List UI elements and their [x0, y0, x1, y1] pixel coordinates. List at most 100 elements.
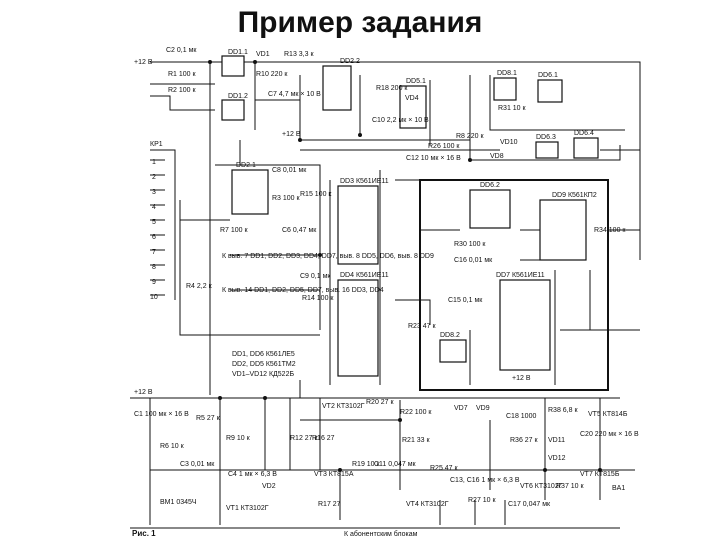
svg-text:VD1–VD12 КД522Б: VD1–VD12 КД522Б: [232, 371, 294, 378]
svg-text:R36 27 к: R36 27 к: [510, 437, 539, 444]
svg-text:R22 100 к: R22 100 к: [400, 409, 432, 416]
svg-text:R7 100 к: R7 100 к: [220, 227, 249, 234]
svg-text:R18 200 к: R18 200 к: [376, 85, 408, 92]
svg-text:4: 4: [152, 204, 156, 211]
svg-text:К выв. 14 DD1, DD2, DD5, DD7,: К выв. 14 DD1, DD2, DD5, DD7, выв. 16 DD…: [222, 287, 384, 294]
chip-dd2-1: DD2.1: [231, 162, 269, 215]
svg-text:VD7: VD7: [454, 405, 468, 412]
svg-text:+12 В: +12 В: [282, 131, 301, 138]
svg-text:R15 100 к: R15 100 к: [300, 191, 332, 198]
svg-text:+12 В: +12 В: [512, 375, 531, 382]
svg-text:VT1 КТ3102Г: VT1 КТ3102Г: [226, 505, 269, 512]
svg-text:VD12: VD12: [548, 455, 566, 462]
svg-text:7: 7: [152, 249, 156, 256]
svg-text:VT3 КТ815А: VT3 КТ815А: [314, 471, 354, 478]
svg-text:BA1: BA1: [612, 485, 625, 492]
svg-text:VT2 КТ3102Г: VT2 КТ3102Г: [322, 403, 365, 410]
svg-text:BM1 0345Ч: BM1 0345Ч: [160, 499, 197, 506]
svg-text:3: 3: [152, 189, 156, 196]
svg-text:+12 В: +12 В: [134, 389, 153, 396]
svg-text:C20 220 мк × 16 В: C20 220 мк × 16 В: [580, 431, 639, 438]
svg-text:DD2.1: DD2.1: [236, 162, 256, 169]
svg-text:R8 220 к: R8 220 к: [456, 133, 485, 140]
svg-text:+12 В: +12 В: [134, 59, 153, 66]
svg-text:C1 100 мк × 16 В: C1 100 мк × 16 В: [134, 411, 189, 418]
svg-text:DD1.2: DD1.2: [228, 93, 248, 100]
svg-text:DD2.2: DD2.2: [340, 58, 360, 65]
svg-text:R4 2,2 к: R4 2,2 к: [186, 283, 213, 290]
svg-text:C2 0,1 мк: C2 0,1 мк: [166, 47, 197, 54]
svg-text:C10 2,2 мк × 10 В: C10 2,2 мк × 10 В: [372, 117, 429, 124]
svg-text:DD1.1: DD1.1: [228, 49, 248, 56]
chip-dd6-3: DD6.3: [535, 134, 559, 159]
svg-text:К абонентским блокам: К абонентским блокам: [344, 530, 418, 538]
wiring: [130, 61, 641, 529]
svg-text:5: 5: [152, 219, 156, 226]
svg-text:VD1: VD1: [256, 51, 270, 58]
svg-text:C7 4,7 мк × 10 В: C7 4,7 мк × 10 В: [268, 91, 321, 98]
svg-text:C12 10 мк × 16 В: C12 10 мк × 16 В: [406, 155, 461, 162]
svg-text:8: 8: [152, 264, 156, 271]
svg-text:DD6.3: DD6.3: [536, 134, 556, 141]
chip-dd4: DD4 К561ИЕ11: [337, 272, 389, 377]
svg-text:VD2: VD2: [262, 483, 276, 490]
svg-text:R38 6,8 к: R38 6,8 к: [548, 407, 578, 414]
svg-text:C17 0,047 мк: C17 0,047 мк: [508, 501, 551, 508]
svg-text:C6 0,47 мк: C6 0,47 мк: [282, 227, 317, 234]
chip-dd5-1: DD5.1: [399, 78, 427, 129]
svg-text:VT6 КТ3102Г: VT6 КТ3102Г: [520, 483, 563, 490]
chip-dd9: DD9 К561КП2: [539, 192, 597, 261]
svg-text:R21 33 к: R21 33 к: [402, 437, 431, 444]
svg-text:R27 10 к: R27 10 к: [468, 497, 497, 504]
svg-text:R13 3,3 к: R13 3,3 к: [284, 51, 314, 58]
svg-text:VD9: VD9: [476, 405, 490, 412]
svg-text:VT7 КТ815Б: VT7 КТ815Б: [580, 471, 620, 478]
chip-dd8-2: DD8.2: [439, 332, 467, 363]
svg-text:1: 1: [152, 159, 156, 166]
chip-dd1-2: DD1.2: [221, 93, 248, 121]
svg-text:DD8.1: DD8.1: [497, 70, 517, 77]
svg-text:VD8: VD8: [490, 153, 504, 160]
svg-text:R1 100 к: R1 100 к: [168, 71, 197, 78]
svg-text:VD10: VD10: [500, 139, 518, 146]
svg-text:DD2, DD5 К561ТМ2: DD2, DD5 К561ТМ2: [232, 361, 296, 368]
chip-dd2-2: DD2.2: [322, 58, 360, 111]
svg-text:6: 6: [152, 234, 156, 241]
supply-labels: +12 В +12 В +12 В +12 В: [134, 59, 531, 396]
svg-text:DD6.2: DD6.2: [480, 182, 500, 189]
svg-text:C3 0,01 мк: C3 0,01 мк: [180, 461, 215, 468]
svg-text:КР1: КР1: [150, 141, 163, 148]
chip-dd6-4: DD6.4: [573, 130, 599, 159]
svg-text:2: 2: [152, 174, 156, 181]
svg-text:DD4 К561ИЕ11: DD4 К561ИЕ11: [340, 272, 389, 279]
svg-text:R16 27: R16 27: [312, 435, 335, 442]
svg-text:R12 27 к: R12 27 к: [290, 435, 319, 442]
svg-text:R19 10 к: R19 10 к: [352, 461, 381, 468]
connector-kp1: КР1 1 2 3 4 5 6 7 8 9 10: [150, 141, 163, 301]
svg-text:VD11: VD11: [548, 437, 565, 444]
svg-text:R9 10 к: R9 10 к: [226, 435, 251, 442]
svg-text:R34 100 к: R34 100 к: [594, 227, 626, 234]
figure-caption: Рис. 1: [132, 529, 156, 538]
svg-text:C11 0,047 мк: C11 0,047 мк: [374, 461, 417, 468]
diagram-notes: К выв. 7 DD1, DD2, DD3, DD4, DD7, выв. 8…: [222, 253, 434, 538]
svg-text:C13, C16 1 мк × 6,3 В: C13, C16 1 мк × 6,3 В: [450, 477, 520, 484]
svg-text:10: 10: [150, 294, 158, 301]
svg-text:C18 1000: C18 1000: [506, 413, 536, 420]
svg-text:R20 27 к: R20 27 к: [366, 399, 395, 406]
chip-dd6-1: DD6.1: [537, 72, 563, 103]
svg-text:DD6.1: DD6.1: [538, 72, 558, 79]
svg-text:R30 100 к: R30 100 к: [454, 241, 486, 248]
svg-text:R37 10 к: R37 10 к: [556, 483, 585, 490]
svg-text:R14 100 к: R14 100 к: [302, 295, 334, 302]
svg-text:DD7 К561ИЕ11: DD7 К561ИЕ11: [496, 272, 545, 279]
svg-text:R26 100 к: R26 100 к: [428, 143, 460, 150]
svg-text:R10 220 к: R10 220 к: [256, 71, 288, 78]
svg-text:DD5.1: DD5.1: [406, 78, 426, 85]
chip-dd1-1: DD1.1: [221, 49, 248, 77]
chip-dd6-2: DD6.2: [469, 182, 511, 229]
svg-text:9: 9: [152, 279, 156, 286]
junctions: [208, 60, 602, 472]
svg-text:R2 100 к: R2 100 к: [168, 87, 197, 94]
